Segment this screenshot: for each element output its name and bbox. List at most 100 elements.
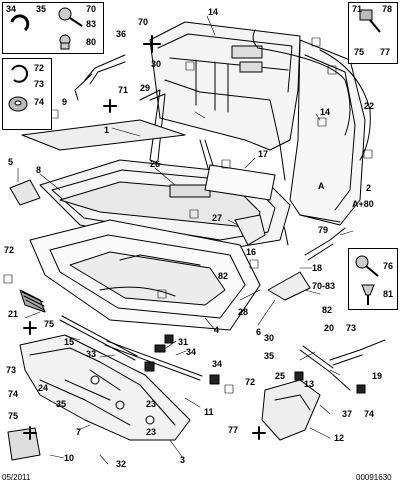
inset-top-left	[2, 2, 104, 54]
callout-77: 77	[228, 425, 239, 435]
callout-19: 19	[372, 371, 383, 381]
callout-14-right: 14	[320, 107, 331, 117]
rod-36	[84, 54, 126, 85]
lower-seat-frame	[29, 219, 261, 331]
callout-34-mid: 34	[186, 347, 197, 357]
callout-35-left: 35	[56, 399, 67, 409]
callout-23-bottom: 23	[146, 427, 157, 437]
rod-79	[304, 227, 346, 261]
callout-15: 15	[64, 337, 75, 347]
seat-rail-assembly	[19, 334, 191, 441]
callout-75-left: 75	[44, 319, 55, 329]
callout-24: 24	[38, 383, 49, 393]
callout-30-b: 30	[264, 333, 275, 343]
callout-23-top: 23	[146, 399, 157, 409]
hinge-27	[234, 214, 266, 246]
callout-27: 27	[212, 213, 223, 223]
foam-block-5	[9, 179, 41, 206]
clip-19	[356, 384, 366, 394]
callout-7: 7	[76, 427, 82, 437]
rivet-icon	[361, 284, 375, 305]
callout-21: 21	[8, 309, 19, 319]
callout-33: 33	[86, 349, 97, 359]
circlip-icon	[11, 64, 29, 83]
screw-icon	[58, 7, 83, 27]
inset-label-71: 71	[352, 4, 363, 14]
callout-25: 25	[275, 371, 286, 381]
trim-plate-10	[7, 427, 41, 461]
inset-label-34: 34	[6, 4, 17, 14]
inset-label-76: 76	[383, 261, 394, 271]
clip-31	[154, 344, 166, 353]
inset-label-78: 78	[382, 4, 393, 14]
callout-11: 11	[204, 407, 214, 417]
callout-72-right: 72	[245, 377, 256, 387]
inset-top-right	[348, 2, 398, 64]
callout-10: 10	[64, 453, 75, 463]
bolt-icon	[359, 9, 381, 33]
callout-37: 37	[342, 409, 353, 419]
panel-17	[204, 164, 276, 201]
inset-label-80: 80	[86, 37, 97, 47]
callout-34-right: 34	[212, 359, 223, 369]
callout-12: 12	[334, 433, 345, 443]
callout-1: 1	[104, 125, 110, 135]
cable-22	[252, 29, 351, 136]
callout-32: 32	[116, 459, 127, 469]
callout-36: 36	[116, 29, 127, 39]
clip-34b	[209, 374, 220, 385]
callout-9: 9	[62, 97, 68, 107]
callout-73-right: 73	[346, 323, 357, 333]
callout-71: 71	[118, 85, 129, 95]
inset-label-81: 81	[383, 289, 394, 299]
callout-74-left: 74	[8, 389, 19, 399]
callout-79: 79	[318, 225, 329, 235]
inset-label-35: 35	[36, 4, 47, 14]
clip-31b	[164, 334, 174, 344]
inset-label-83: 83	[86, 19, 97, 29]
callout-73-left: 73	[6, 365, 17, 375]
footer-reference: 00091630	[356, 473, 392, 482]
rod-15	[59, 315, 138, 361]
callout-35-mid: 35	[264, 351, 275, 361]
callout-82-right: 82	[322, 305, 333, 315]
callout-31: 31	[178, 337, 189, 347]
inset-right-mid	[348, 248, 398, 310]
callout-A-plus-80: A+80	[352, 199, 374, 209]
callout-70: 70	[138, 17, 149, 27]
washer-icon	[8, 96, 28, 112]
callout-26: 26	[150, 159, 161, 169]
bracket-28	[267, 271, 311, 301]
callout-8: 8	[36, 165, 42, 175]
inset-label-75: 75	[354, 47, 365, 57]
callout-75-mid: 75	[8, 411, 19, 421]
callout-70-83: 70-83	[312, 281, 336, 291]
callout-82-top: 82	[218, 271, 229, 281]
callout-20: 20	[324, 323, 335, 333]
spring-21	[19, 289, 46, 313]
callout-6: 6	[256, 327, 262, 337]
callout-28: 28	[238, 307, 249, 317]
callout-A: A	[318, 181, 325, 191]
callout-72-left: 72	[4, 245, 15, 255]
clip-25	[294, 371, 304, 381]
inset-label-70: 70	[86, 4, 97, 14]
carpet-panel-9	[21, 119, 186, 151]
callout-17: 17	[258, 149, 269, 159]
callout-74-right: 74	[364, 409, 375, 419]
callout-13: 13	[304, 379, 315, 389]
callout-3: 3	[180, 455, 186, 465]
callout-22: 22	[364, 101, 375, 111]
inset-label-74: 74	[34, 97, 45, 107]
inset-label-73: 73	[34, 79, 45, 89]
callout-5: 5	[8, 157, 14, 167]
callout-30: 30	[151, 59, 162, 69]
callout-18: 18	[312, 263, 323, 273]
callout-14-top: 14	[208, 7, 219, 17]
callout-16: 16	[246, 247, 257, 257]
callout-2: 2	[366, 183, 372, 193]
seat-back-cover	[289, 39, 366, 226]
